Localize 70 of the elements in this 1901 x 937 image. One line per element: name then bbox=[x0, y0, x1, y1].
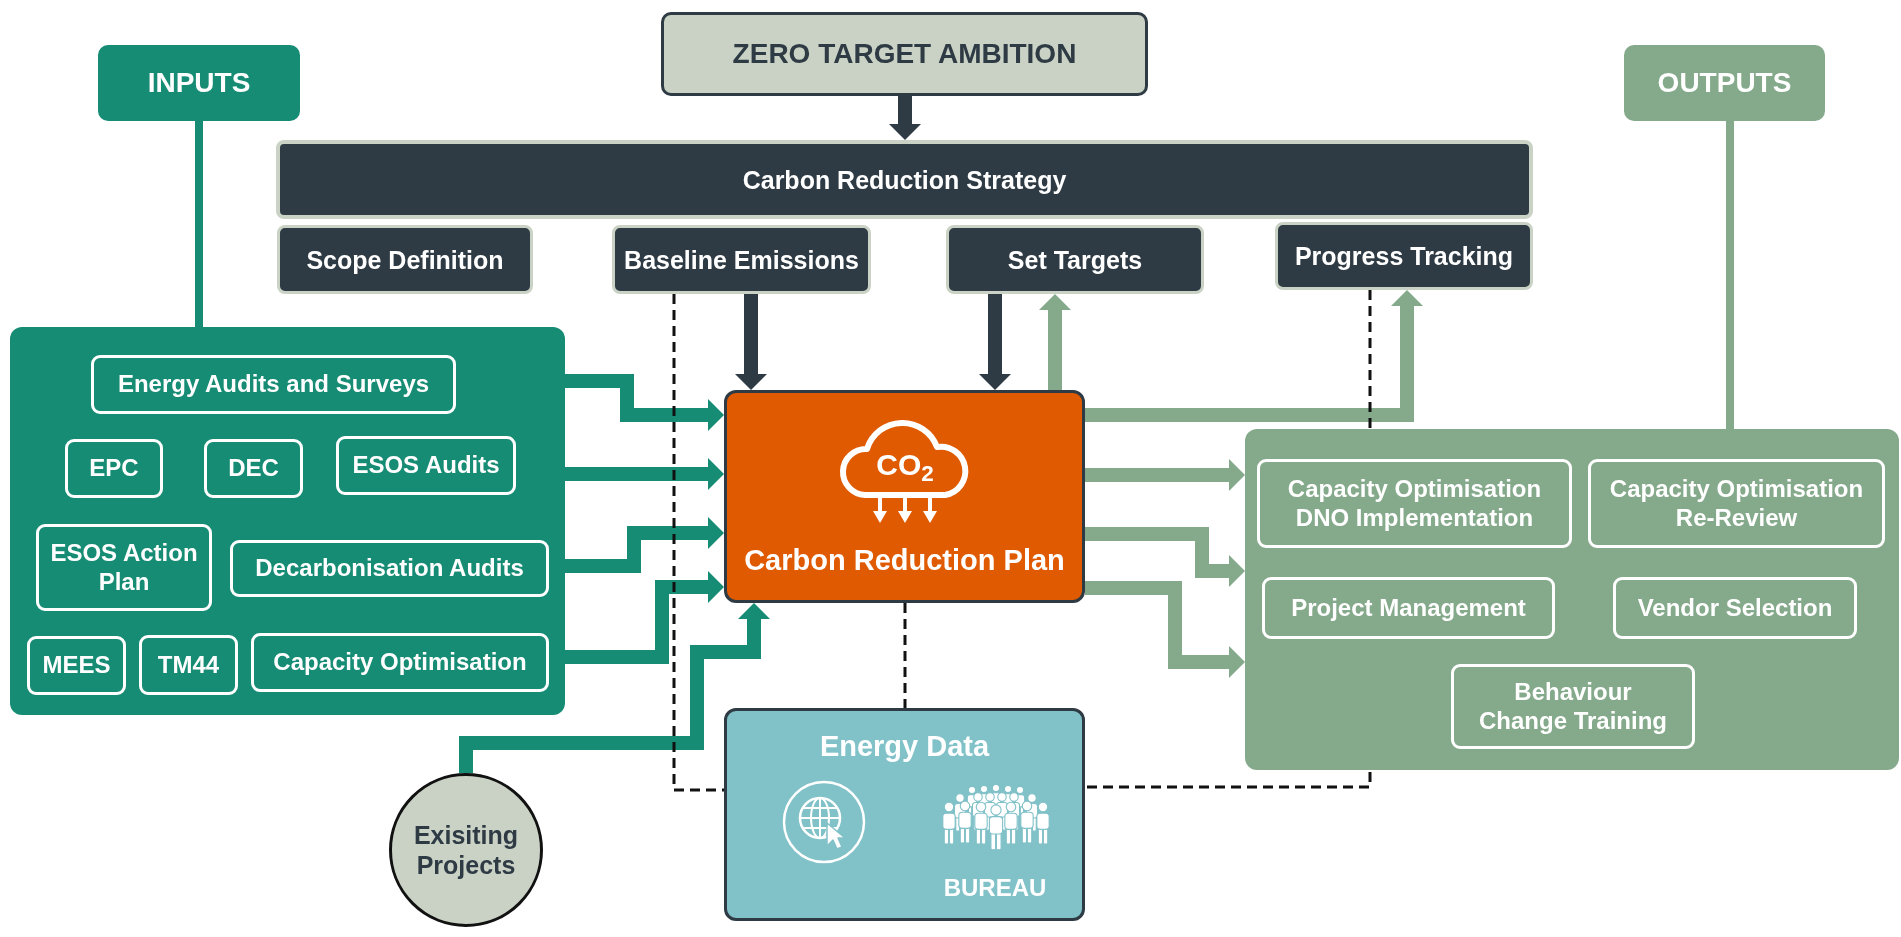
item-box bbox=[230, 540, 549, 597]
bar-label: Carbon Reduction Strategy bbox=[742, 164, 1067, 195]
goal-label: ZERO TARGET AMBITION bbox=[732, 37, 1077, 71]
node-label: DEC bbox=[228, 454, 279, 483]
node-label: Exisiting Projects bbox=[412, 820, 520, 880]
node-label: Capacity Optimisation bbox=[273, 648, 527, 677]
section-header bbox=[1624, 45, 1825, 121]
connector-line bbox=[1726, 121, 1734, 429]
data-box bbox=[724, 708, 1085, 921]
arrow bbox=[979, 294, 1011, 390]
arrow bbox=[1085, 459, 1245, 491]
arrow bbox=[1085, 290, 1423, 422]
item-box bbox=[336, 436, 516, 495]
node-label: ESOS Action Plan bbox=[49, 538, 199, 597]
item-box bbox=[1613, 577, 1857, 639]
node-label: Capacity Optimisation DNO Implementation bbox=[1286, 474, 1543, 533]
icon-label: BUREAU bbox=[943, 874, 1047, 903]
node-label: ESOS Audits bbox=[352, 451, 500, 480]
item-box bbox=[91, 355, 456, 414]
arrow bbox=[565, 458, 724, 490]
item-box bbox=[65, 439, 163, 498]
node-label: Baseline Emissions bbox=[624, 244, 859, 275]
node-label: Energy Audits and Surveys bbox=[117, 370, 430, 399]
arrow bbox=[565, 517, 724, 573]
group-panel bbox=[10, 327, 565, 715]
process-box bbox=[612, 225, 871, 294]
node-label: Decarbonisation Audits bbox=[255, 554, 524, 583]
arrow bbox=[1039, 294, 1071, 390]
arrow bbox=[565, 374, 724, 431]
node-label: Scope Definition bbox=[306, 244, 504, 275]
node-label: Capacity Optimisation Re-Review bbox=[1608, 474, 1865, 533]
node-label: MEES bbox=[42, 651, 111, 680]
arrow bbox=[889, 96, 921, 140]
dashed-line bbox=[903, 603, 907, 708]
process-box bbox=[1275, 222, 1533, 290]
item-box bbox=[1451, 664, 1695, 749]
item-box bbox=[139, 635, 238, 695]
node-label: EPC bbox=[89, 454, 139, 483]
node-label: Progress Tracking bbox=[1294, 241, 1514, 271]
box-title: Energy Data bbox=[819, 729, 990, 764]
process-box bbox=[946, 225, 1204, 294]
item-box bbox=[36, 524, 212, 611]
goal-box bbox=[661, 12, 1148, 96]
item-box bbox=[1257, 459, 1572, 548]
header-label: OUTPUTS bbox=[1657, 66, 1792, 100]
item-box bbox=[1262, 577, 1555, 639]
dashed-line bbox=[672, 294, 724, 792]
process-box bbox=[277, 225, 533, 294]
item-box bbox=[204, 439, 303, 498]
header-label: INPUTS bbox=[147, 66, 251, 100]
node-label: Carbon Reduction Plan bbox=[744, 543, 1065, 578]
arrow bbox=[735, 294, 767, 390]
item-box bbox=[251, 633, 549, 692]
plan-box bbox=[724, 390, 1085, 603]
arrow bbox=[1085, 581, 1245, 678]
arrow bbox=[1085, 527, 1245, 587]
formula-label: CO$_{2}$ bbox=[876, 450, 934, 480]
node-label: Vendor Selection bbox=[1637, 593, 1833, 623]
arrow bbox=[565, 571, 724, 664]
item-box bbox=[1588, 459, 1885, 548]
node-label: Project Management bbox=[1291, 593, 1526, 623]
strategy-bar bbox=[276, 140, 1533, 219]
group-panel bbox=[1245, 429, 1899, 770]
node-label: Set Targets bbox=[1007, 244, 1143, 275]
connector-line bbox=[195, 121, 203, 327]
node-label: TM44 bbox=[157, 650, 220, 680]
section-header bbox=[98, 45, 300, 121]
arrow bbox=[459, 603, 770, 773]
node-label: Behaviour Change Training bbox=[1478, 677, 1668, 736]
item-box bbox=[27, 636, 126, 695]
